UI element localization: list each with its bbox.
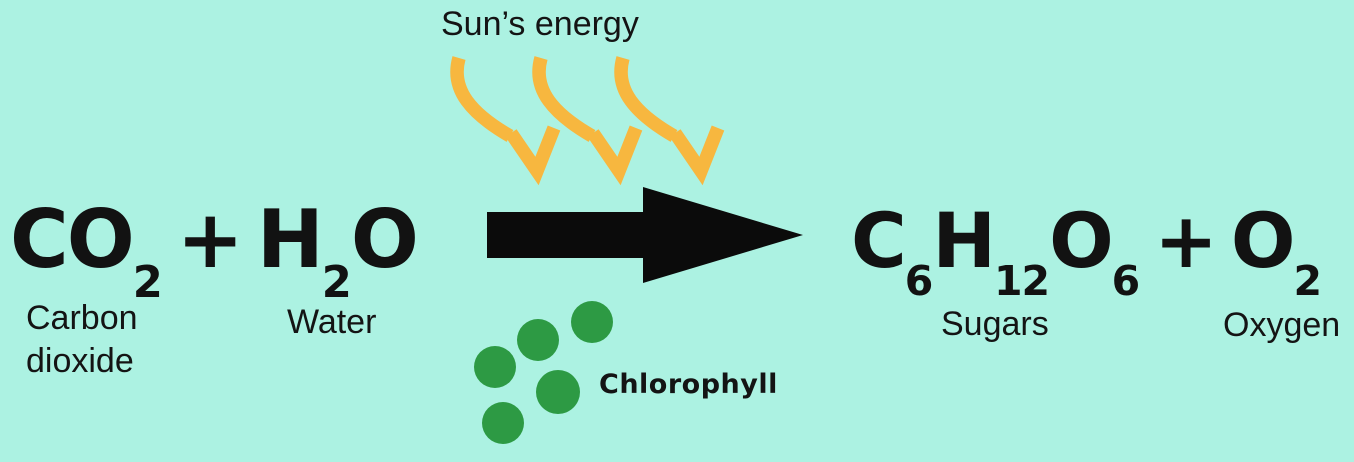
oxygen-label: Oxygen [1223,306,1341,344]
co2-formula: CO2 [10,193,163,308]
h2o-formula: H2O [256,193,419,308]
sun-energy-label: Sun’s energy [441,5,639,43]
sun-energy-arrows-icon [450,56,725,186]
chlorophyll-dots-icon [474,301,613,444]
sugars-label: Sugars [941,305,1049,343]
glucose-formula: C6H12O6 [851,196,1140,306]
sun-arrow-icon [614,56,725,186]
reactants-formula: CO2+H2O [10,200,419,305]
oxygen-formula: O2 [1230,196,1322,306]
carbon-dioxide-label: Carbon dioxide [26,299,138,380]
water-label: Water [287,303,377,341]
products-formula: C6H12O6+O2 [851,203,1322,303]
chlorophyll-label: Chlorophyll [599,369,778,400]
plus-sign: + [1154,196,1218,285]
sun-arrow-icon [450,56,561,186]
sun-arrow-icon [532,56,643,186]
reaction-arrow-icon [487,187,803,283]
plus-sign: + [176,193,244,286]
